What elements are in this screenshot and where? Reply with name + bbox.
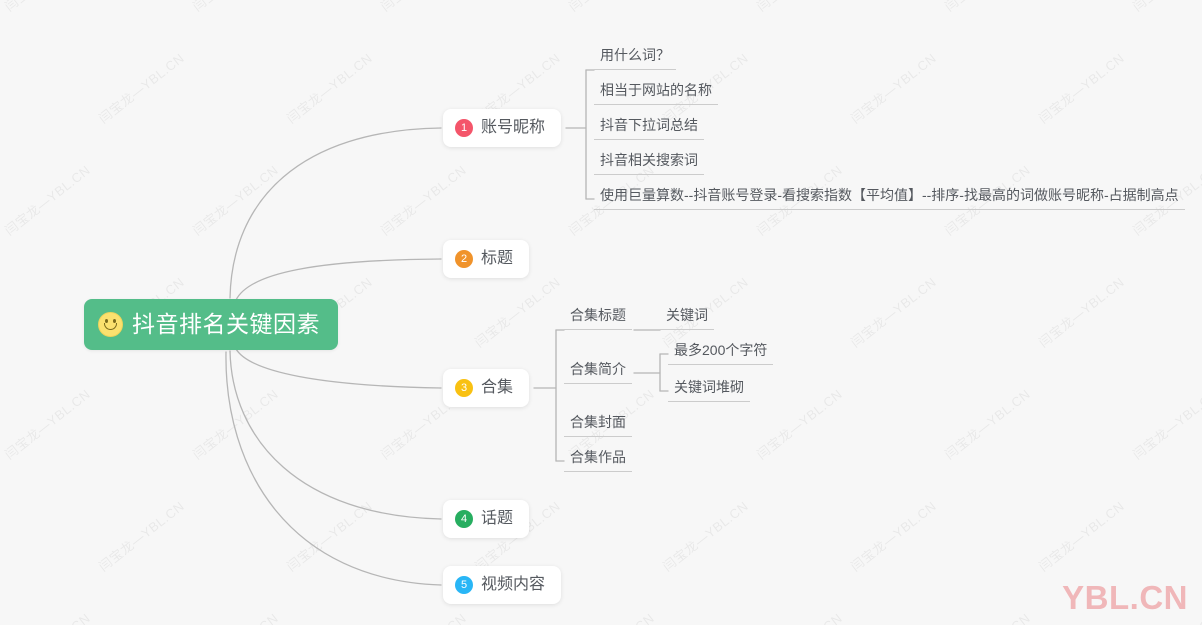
watermark-text: 闫宝龙—YBL.CN <box>847 274 940 351</box>
watermark-text: 闫宝龙—YBL.CN <box>95 498 188 575</box>
leaf-node-what-words[interactable]: 用什么词？ <box>594 48 676 70</box>
watermark-text: 闫宝龙—YBL.CN <box>376 0 470 15</box>
leaf-node-collection-works[interactable]: 合集作品 <box>564 450 632 472</box>
watermark-text: 闫宝龙—YBL.CN <box>283 50 376 127</box>
watermark-text: 闫宝龙—YBL.CN <box>1129 386 1202 463</box>
watermark-text: 闫宝龙—YBL.CN <box>847 50 940 127</box>
watermark-text: 闫宝龙—YBL.CN <box>940 608 1034 625</box>
watermark-text: 闫宝龙—YBL.CN <box>376 608 470 625</box>
leaf-node-collection-intro[interactable]: 合集简介 <box>564 362 632 384</box>
brand-watermark: YBL.CN <box>1062 579 1188 616</box>
watermark-text: 闫宝龙—YBL.CN <box>941 386 1034 463</box>
watermark-text: 闫宝龙—YBL.CN <box>1128 0 1202 15</box>
watermark-text: 闫宝龙—YBL.CN <box>188 0 282 15</box>
branch-badge-1: 1 <box>455 119 473 137</box>
branch-badge-3: 3 <box>455 379 473 397</box>
watermark-text: 闫宝龙—YBL.CN <box>188 608 282 625</box>
branch-label-5: 视频内容 <box>481 576 546 593</box>
leaf-node-max-200-chars[interactable]: 最多200个字符 <box>668 343 774 365</box>
branch-card-account-nickname[interactable]: 1 账号昵称 <box>443 109 562 147</box>
leaf-node-collection-title[interactable]: 合集标题 <box>564 308 632 330</box>
watermark-text: 闫宝龙—YBL.CN <box>377 162 470 239</box>
leaf-node-collection-cover[interactable]: 合集封面 <box>564 415 632 437</box>
leaf-node-keyword[interactable]: 关键词 <box>660 308 714 330</box>
watermark-text: 闫宝龙—YBL.CN <box>1035 50 1128 127</box>
branch-card-topic[interactable]: 4 话题 <box>443 500 530 538</box>
watermark-text: 闫宝龙—YBL.CN <box>0 0 94 15</box>
branch-label-3: 合集 <box>481 379 514 396</box>
watermark-text: 闫宝龙—YBL.CN <box>753 386 846 463</box>
root-node[interactable]: 抖音排名关键因素 <box>84 299 338 350</box>
watermark-text: 闫宝龙—YBL.CN <box>564 0 658 15</box>
root-node-label: 抖音排名关键因素 <box>132 311 320 337</box>
leaf-node-related-search-words[interactable]: 抖音相关搜索词 <box>594 153 704 175</box>
watermark-text: 闫宝龙—YBL.CN <box>0 608 94 625</box>
watermark-text: 闫宝龙—YBL.CN <box>752 0 846 15</box>
branch-label-4: 话题 <box>481 510 514 527</box>
watermark-text: 闫宝龙—YBL.CN <box>189 162 282 239</box>
branch-badge-4: 4 <box>455 510 473 528</box>
watermark-text: 闫宝龙—YBL.CN <box>1 162 94 239</box>
branch-badge-2: 2 <box>455 250 473 268</box>
leaf-node-juliang-suanshu-method[interactable]: 使用巨量算数--抖音账号登录-看搜索指数【平均值】--排序-找最高的词做账号昵称… <box>594 188 1185 210</box>
watermark-text: 闫宝龙—YBL.CN <box>847 498 940 575</box>
smiley-icon <box>98 312 123 337</box>
leaf-node-dropdown-summary[interactable]: 抖音下拉词总结 <box>594 118 704 140</box>
branch-label-2: 标题 <box>481 250 514 267</box>
watermark-text: 闫宝龙—YBL.CN <box>95 50 188 127</box>
branch-card-video-content[interactable]: 5 视频内容 <box>443 566 562 604</box>
branch-badge-5: 5 <box>455 576 473 594</box>
watermark-text: 闫宝龙—YBL.CN <box>940 0 1034 15</box>
leaf-node-keyword-stuffing[interactable]: 关键词堆砌 <box>668 380 750 402</box>
watermark-text: 闫宝龙—YBL.CN <box>1035 274 1128 351</box>
branch-card-title[interactable]: 2 标题 <box>443 240 530 278</box>
leaf-node-equivalent-site-name[interactable]: 相当于网站的名称 <box>594 83 718 105</box>
watermark-text: 闫宝龙—YBL.CN <box>283 498 376 575</box>
watermark-text: 闫宝龙—YBL.CN <box>471 274 564 351</box>
branch-card-collection[interactable]: 3 合集 <box>443 369 530 407</box>
branch-label-1: 账号昵称 <box>481 119 546 136</box>
watermark-text: 闫宝龙—YBL.CN <box>659 498 752 575</box>
watermark-text: 闫宝龙—YBL.CN <box>752 608 846 625</box>
watermark-text: 闫宝龙—YBL.CN <box>1 386 94 463</box>
watermark-text: 闫宝龙—YBL.CN <box>189 386 282 463</box>
watermark-text: 闫宝龙—YBL.CN <box>564 608 658 625</box>
watermark-text: 闫宝龙—YBL.CN <box>1035 498 1128 575</box>
